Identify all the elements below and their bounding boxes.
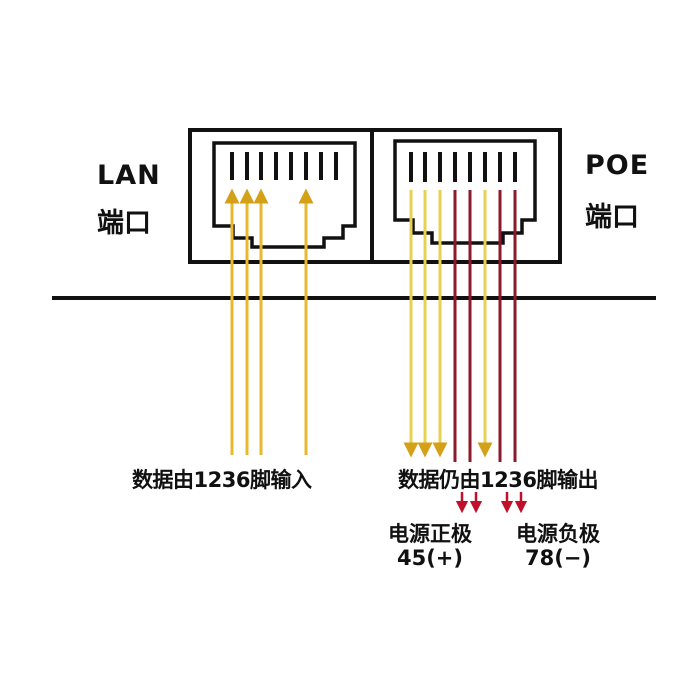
power-negative-label: 电源负极 78(−) (500, 522, 616, 570)
poe-pin-contacts (409, 152, 517, 182)
power-positive-label: 电源正极 45(+) (372, 522, 488, 570)
poe-power-arrows (455, 492, 528, 514)
power-negative-pins: 78(−) (524, 546, 591, 570)
power-positive-title: 电源正极 (388, 522, 472, 546)
power-negative-title: 电源负极 (516, 522, 600, 546)
lan-pin-contacts (230, 152, 338, 180)
lan-data-caption: 数据由1236脚输入 (132, 468, 312, 492)
poe-data-caption: 数据仍由1236脚输出 (398, 468, 598, 492)
lan-data-lines (224, 188, 314, 455)
poe-port-title: POE (585, 150, 650, 181)
lan-port-subtitle: 端口 (97, 208, 151, 239)
poe-data-lines (403, 190, 493, 458)
poe-port-subtitle: 端口 (585, 202, 639, 233)
lan-port-title: LAN (97, 160, 161, 191)
power-positive-pins: 45(+) (396, 546, 463, 570)
poe-power-lines (453, 190, 517, 462)
lan-rj45-jack (212, 141, 357, 249)
